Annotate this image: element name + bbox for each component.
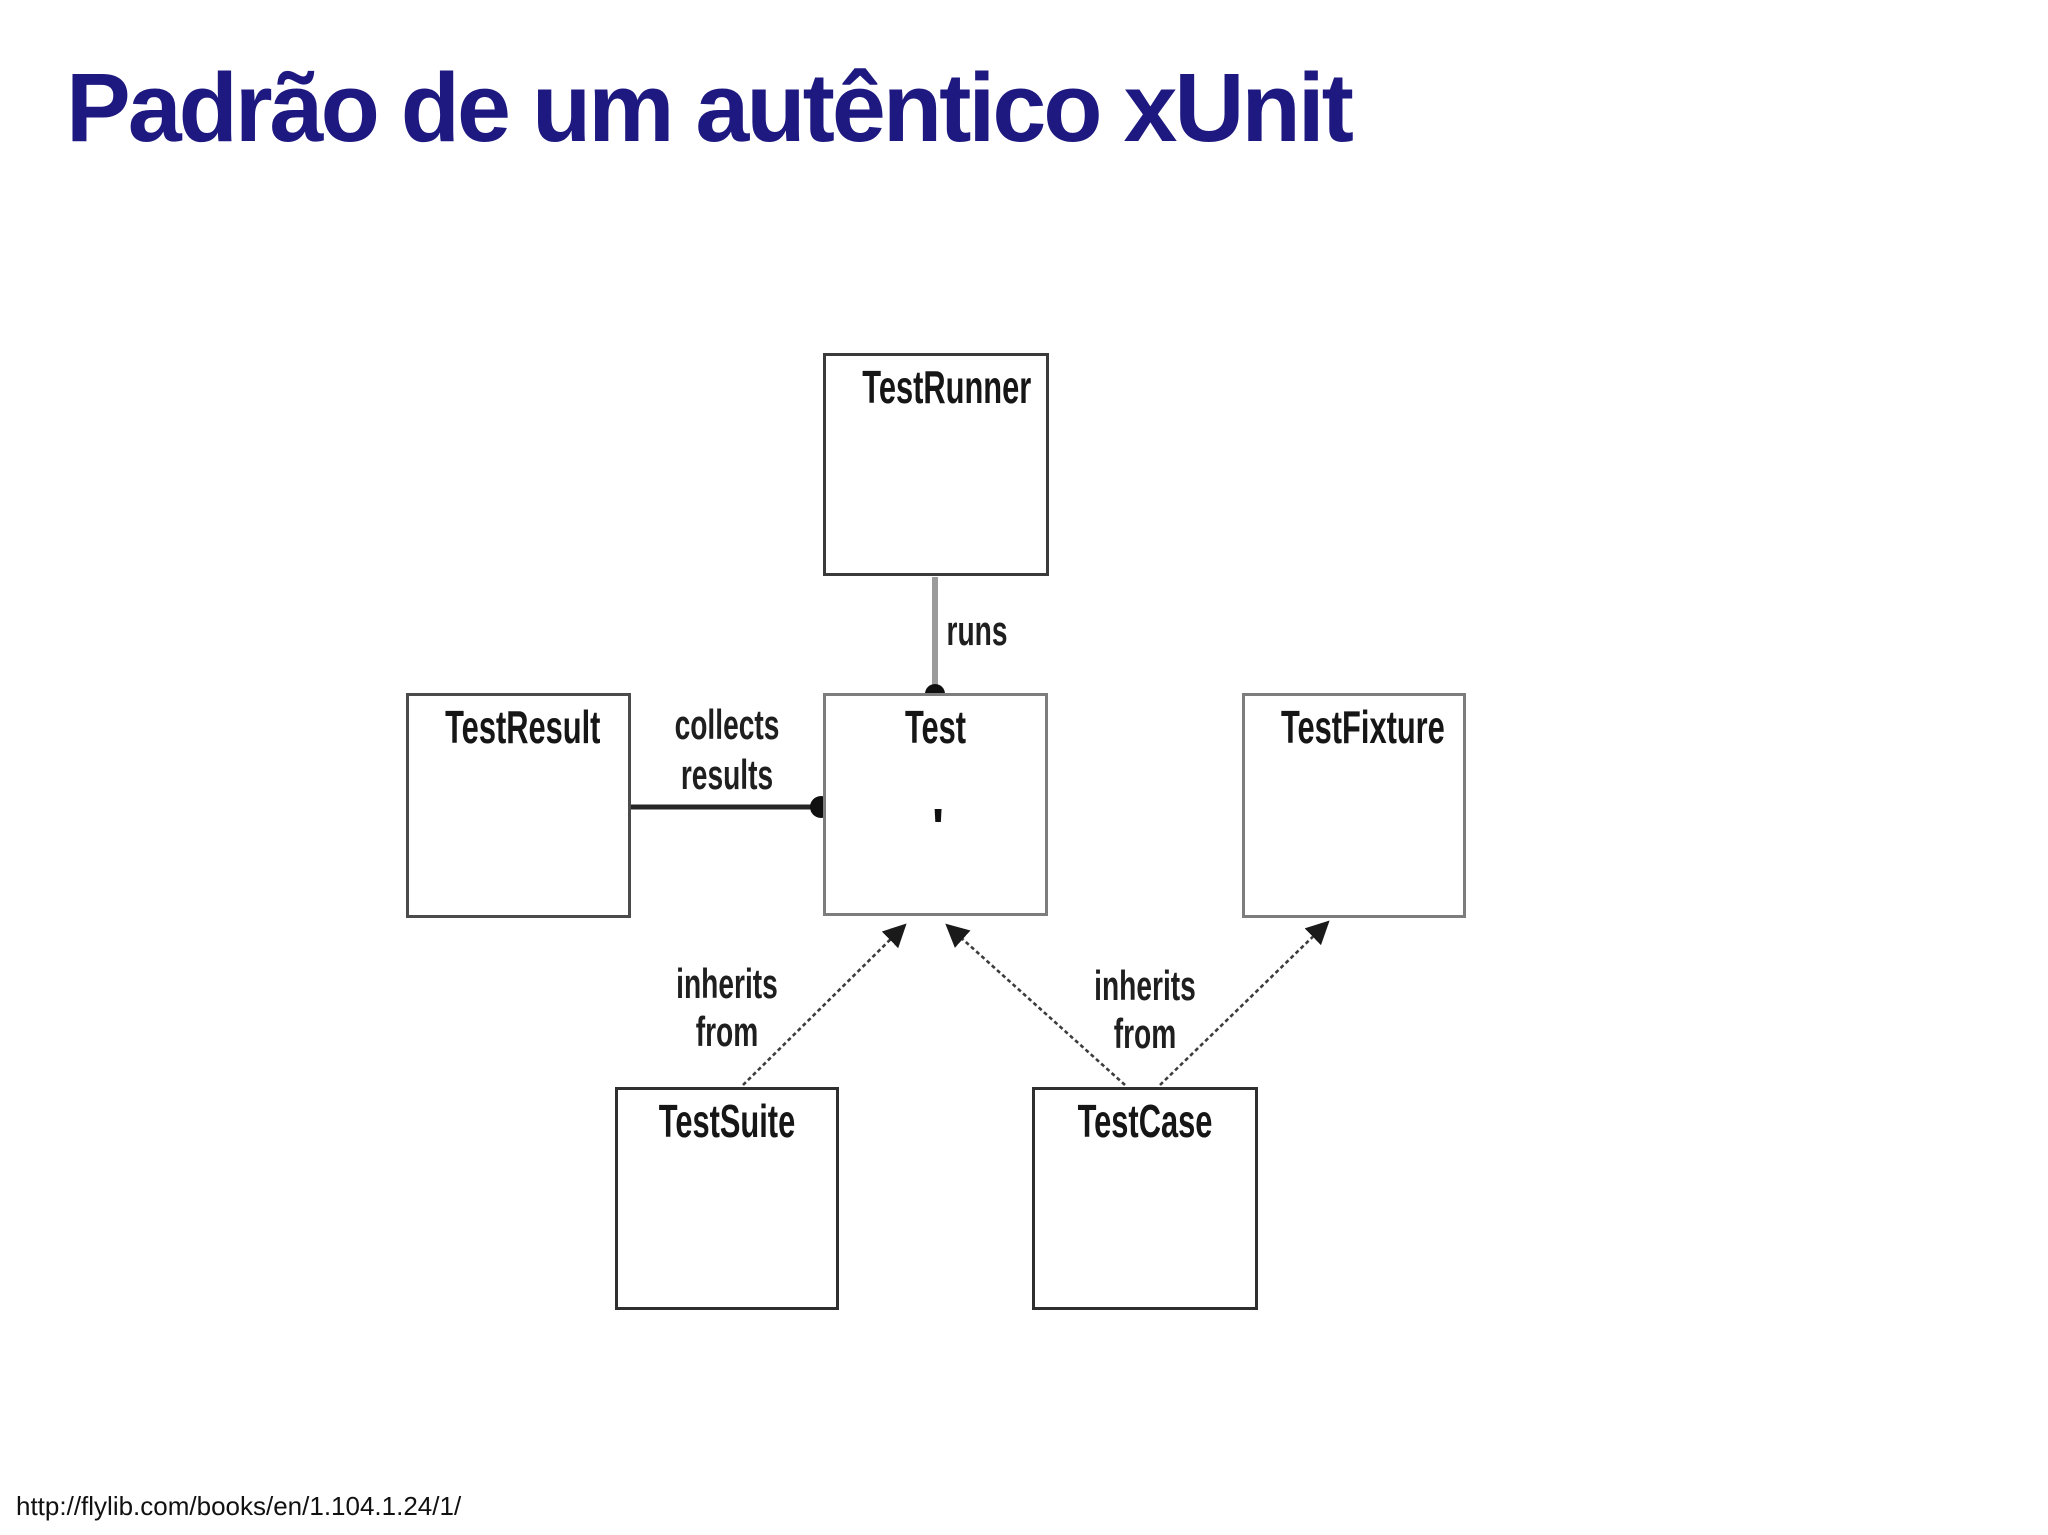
class-box-label: TestResult — [445, 701, 601, 753]
slide-title: Padrão de um autêntico xUnit — [66, 53, 1354, 162]
testcase-testfixture-arrow — [1159, 920, 1330, 1086]
class-box-testfixture: TestFixture — [1242, 693, 1466, 918]
edge-label-inherits-from-right: inherits from — [1094, 962, 1196, 1057]
class-box-label: TestFixture — [1280, 701, 1445, 753]
class-box-label: TestRunner — [862, 361, 1032, 413]
class-box-testrunner: TestRunner — [823, 353, 1049, 576]
class-box-label: TestCase — [1077, 1095, 1213, 1147]
testsuite-inherits-arrow — [742, 923, 907, 1086]
class-box-testcase: TestCase — [1032, 1087, 1258, 1310]
edge-label-inherits-from-left: inherits from — [676, 960, 778, 1055]
edge-label-collects-results: collects results — [674, 701, 780, 798]
testcase-inherits-arrow — [945, 923, 1126, 1086]
class-box-testsuite: TestSuite — [615, 1087, 839, 1310]
class-box-test: Test — [823, 693, 1048, 916]
class-box-label: Test — [904, 701, 967, 753]
class-box-testresult: TestResult — [406, 693, 631, 918]
source-url: http://flylib.com/books/en/1.104.1.24/1/ — [16, 1491, 462, 1521]
class-box-label: TestSuite — [658, 1095, 796, 1147]
edge-label-runs: runs — [946, 607, 1008, 654]
test-box-stray-mark: ' — [931, 799, 945, 857]
